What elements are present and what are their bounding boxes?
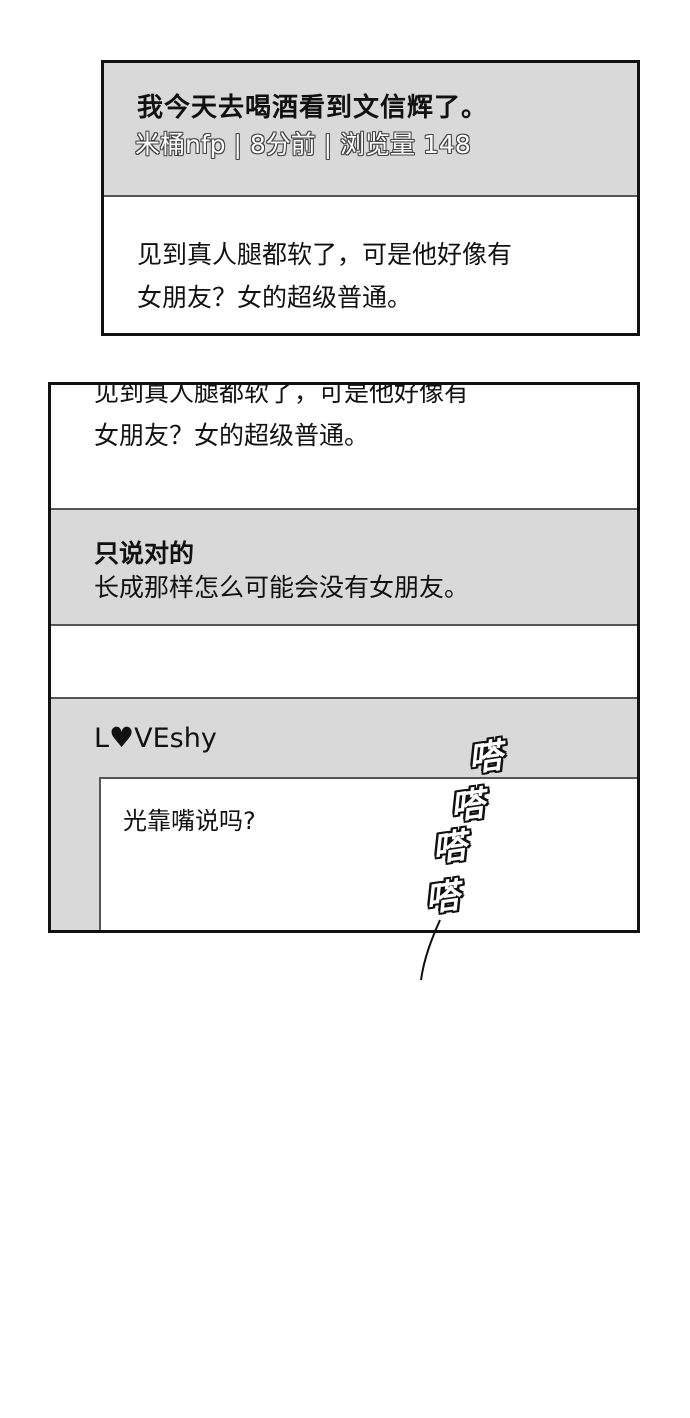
sound-effect: 嗒 bbox=[465, 735, 506, 781]
sound-effect: 嗒 bbox=[422, 875, 463, 921]
comment: 只说对的 长成那样怎么可能会没有女朋友。 bbox=[51, 508, 637, 626]
author-name-part: VEshy bbox=[134, 723, 217, 754]
author-name-part: L bbox=[94, 723, 110, 754]
post-body-line: 见到真人腿都软了，可是他好像有 bbox=[94, 382, 470, 407]
post-body-line: 女朋友？女的超级普通。 bbox=[94, 421, 370, 450]
comment: L♥VEshy 光靠嘴说吗? bbox=[51, 697, 637, 930]
comment-text: 长成那样怎么可能会没有女朋友。 bbox=[94, 573, 470, 602]
post-panel: 我今天去喝酒看到文信辉了。 米桶nfp | 8分前 | 浏览量 148 见到真人… bbox=[101, 60, 640, 336]
post-body-line: 女朋友？女的超级普通。 bbox=[137, 283, 413, 312]
heart-icon: ♥ bbox=[109, 721, 135, 754]
comments-panel: 见到真人腿都软了，可是他好像有 女朋友？女的超级普通。 只说对的 长成那样怎么可… bbox=[48, 382, 640, 933]
post-title: 我今天去喝酒看到文信辉了。 bbox=[137, 93, 489, 123]
post-meta: 米桶nfp | 8分前 | 浏览量 148 bbox=[135, 130, 471, 159]
post-body-scrolled: 见到真人腿都软了，可是他好像有 女朋友？女的超级普通。 bbox=[94, 382, 470, 457]
comment-author[interactable]: 只说对的 bbox=[94, 539, 195, 568]
comment-author[interactable]: L♥VEshy bbox=[94, 721, 217, 754]
post-header: 我今天去喝酒看到文信辉了。 米桶nfp | 8分前 | 浏览量 148 bbox=[104, 63, 637, 197]
reply-input[interactable]: 光靠嘴说吗? bbox=[99, 777, 637, 930]
post-body-line: 见到真人腿都软了，可是他好像有 bbox=[137, 240, 513, 269]
reply-text: 光靠嘴说吗? bbox=[123, 807, 256, 835]
speed-line bbox=[420, 919, 441, 981]
post-body: 见到真人腿都软了，可是他好像有 女朋友？女的超级普通。 bbox=[137, 233, 512, 319]
sound-effect: 嗒 bbox=[429, 825, 470, 871]
